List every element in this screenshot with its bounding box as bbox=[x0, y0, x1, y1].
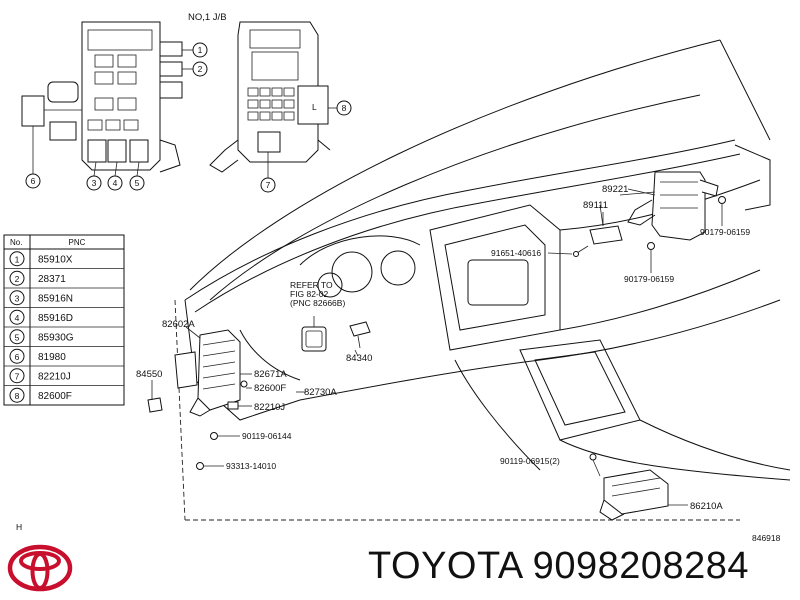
label-90119-06144: 90119-06144 bbox=[242, 431, 292, 441]
label-82600f: 82600F bbox=[254, 383, 286, 394]
pnc-row-code: 85916D bbox=[38, 313, 73, 324]
label-93313-14010: 93313-14010 bbox=[226, 461, 276, 471]
pnc-row-number: 4 bbox=[15, 313, 20, 323]
pnc-row-code: 85910X bbox=[38, 254, 73, 265]
pnc-row-number-circle bbox=[9, 387, 25, 403]
pnc-row-number-circle bbox=[9, 368, 25, 384]
svg-text:7: 7 bbox=[266, 180, 271, 190]
pnc-table-header-pnc: PNC bbox=[69, 238, 86, 247]
pnc-row-code: 85930G bbox=[38, 332, 74, 343]
label-82210j: 82210J bbox=[254, 402, 285, 413]
svg-text:1: 1 bbox=[198, 45, 203, 55]
label-82671a: 82671A bbox=[254, 369, 287, 380]
pnc-row-number-circle bbox=[9, 329, 25, 345]
pnc-row-number: 5 bbox=[15, 332, 20, 342]
lower-left-assembly bbox=[147, 329, 248, 470]
pnc-row-code: 82600F bbox=[38, 391, 72, 402]
pnc-row-code: 85916N bbox=[38, 293, 73, 304]
junction-block-right: NO,1 J/B L bbox=[188, 12, 331, 173]
svg-text:2: 2 bbox=[198, 64, 203, 74]
callouts-right: 8 7 bbox=[260, 100, 352, 193]
pnc-table-header-no: No. bbox=[10, 238, 22, 247]
label-82730a: 82730A bbox=[304, 387, 337, 398]
pnc-table: No. PNC 1 85910X 2 28371 3 85916N 4 85916D 5 85930G… bbox=[3, 234, 125, 406]
pnc-row-number: 1 bbox=[15, 254, 20, 264]
label-90119-06915: 90119-06915(2) bbox=[500, 456, 560, 466]
pnc-row-number: 2 bbox=[15, 274, 20, 284]
svg-text:3: 3 bbox=[92, 178, 97, 188]
label-89221: 89221 bbox=[602, 184, 628, 195]
junction-block-left bbox=[21, 21, 183, 173]
part-labels: 89221 89111 91651-40616 90179-06159 9017… bbox=[16, 184, 781, 543]
pnc-row-number-circle bbox=[9, 309, 25, 325]
callouts-left: 1 2 3 4 5 6 bbox=[25, 42, 208, 191]
svg-text:4: 4 bbox=[113, 178, 118, 188]
pnc-row-number-circle bbox=[9, 290, 25, 306]
pnc-row-number-circle bbox=[9, 270, 25, 286]
pnc-row-code: 82210J bbox=[38, 371, 71, 382]
pnc-row-code: 28371 bbox=[38, 274, 66, 285]
refer-line-3: (PNC 82666B) bbox=[290, 298, 345, 308]
svg-text:6: 6 bbox=[31, 176, 36, 186]
corner-mark: H bbox=[16, 522, 22, 532]
pnc-row-number-circle bbox=[9, 348, 25, 364]
label-90179-06159-a: 90179-06159 bbox=[700, 227, 750, 237]
lower-right-module bbox=[589, 453, 669, 521]
junction-block-inner-mark: L bbox=[312, 102, 317, 112]
refer-line-1: REFER TO bbox=[290, 280, 333, 290]
pnc-table-frame bbox=[3, 234, 125, 406]
label-84340: 84340 bbox=[346, 353, 372, 364]
pnc-row-number-circle bbox=[9, 251, 25, 267]
label-89111: 89111 bbox=[583, 200, 608, 211]
label-84550: 84550 bbox=[136, 369, 162, 380]
label-90179-06159-b: 90179-06159 bbox=[624, 274, 674, 284]
leader-lines bbox=[151, 188, 723, 506]
pnc-row-number: 3 bbox=[15, 293, 20, 303]
junction-block-title: NO,1 J/B bbox=[188, 12, 227, 23]
brand-part-number: TOYOTA 9098208284 bbox=[368, 545, 750, 587]
toyota-logo bbox=[7, 544, 73, 592]
label-91651-40616: 91651-40616 bbox=[491, 248, 541, 258]
refer-line-2: FIG 82-02 bbox=[290, 289, 329, 299]
center-parts bbox=[301, 316, 371, 352]
svg-text:5: 5 bbox=[135, 178, 140, 188]
label-82602a: 82602A bbox=[162, 319, 195, 330]
upper-right-parts bbox=[573, 171, 726, 257]
drawing-code: 846918 bbox=[752, 533, 781, 543]
svg-text:8: 8 bbox=[342, 103, 347, 113]
pnc-row-number: 7 bbox=[15, 371, 20, 381]
pnc-row-number: 6 bbox=[15, 352, 20, 362]
label-86210a: 86210A bbox=[690, 501, 723, 512]
pnc-row-number: 8 bbox=[15, 391, 20, 401]
pnc-row-code: 81980 bbox=[38, 352, 66, 363]
